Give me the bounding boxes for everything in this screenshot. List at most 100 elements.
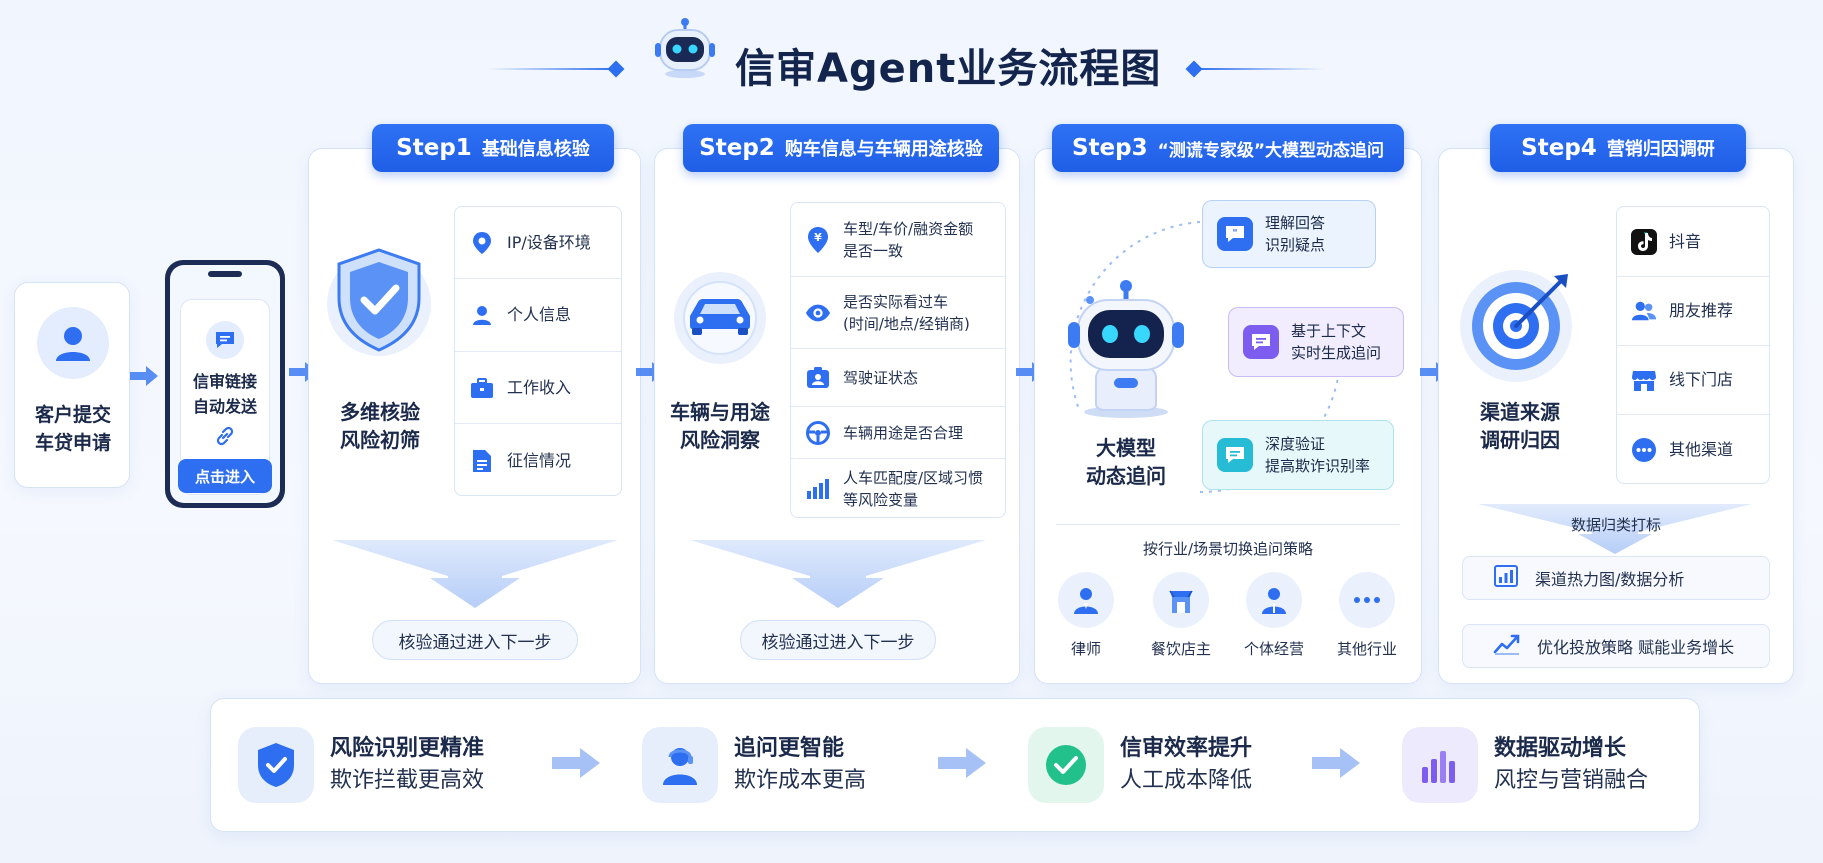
benefit-arrow-1 (552, 748, 600, 778)
step4-tag-text: 数据归类打标 (1570, 516, 1661, 534)
title-line-right (1196, 68, 1324, 70)
benefit-arrow-3 (1312, 748, 1360, 778)
start-card: 客户提交 车贷申请 (14, 282, 130, 488)
step2-item-line1: 人车匹配度/区域习惯 (843, 469, 984, 487)
channel-label: 朋友推荐 (1669, 301, 1734, 320)
phone-text-line1: 信审链接 (192, 372, 257, 391)
chat-lines-icon (1243, 325, 1279, 359)
step1-item: 个人信息 (455, 279, 621, 352)
benefit-title: 追问更智能 (734, 736, 845, 761)
industry-label: 律师 (1070, 640, 1101, 658)
step1-item-list: IP/设备环境 个人信息 工作收入 征信情况 (454, 206, 622, 496)
industry-label: 餐饮店主 (1150, 640, 1211, 658)
step2-item: ¥ 车型/车价/融资金额是否一致 (791, 203, 1005, 277)
step2-item-list: ¥ 车型/车价/融资金额是否一致 是否实际看过车 (时间/地点/经销商) 驾驶证状… (790, 202, 1006, 518)
step1-item-label: 个人信息 (507, 305, 572, 324)
svg-text:": " (1232, 228, 1237, 239)
step3-divider (1056, 524, 1400, 525)
friends-icon (1631, 298, 1657, 324)
step2-item-line2: 等风险变量 (843, 491, 919, 509)
start-label-line2: 车贷申请 (34, 432, 111, 454)
step3-tab-number: Step3 (1072, 135, 1148, 161)
step2-tab-number: Step2 (699, 135, 775, 161)
phone-mockup: 信审链接 自动发送 点击进入 (165, 260, 285, 508)
channel-label: 其他渠道 (1669, 440, 1734, 459)
step4-label-line2: 调研归因 (1480, 428, 1560, 452)
step3-bubble-context: 基于上下文实时生成追问 (1228, 307, 1404, 377)
step3-bubble-understand: " 理解回答识别疑点 (1202, 200, 1376, 268)
link-icon (216, 426, 234, 446)
benefit-subtitle: 欺诈成本更高 (734, 768, 867, 793)
start-label-line1: 客户提交 (34, 404, 111, 426)
svg-text:¥: ¥ (814, 231, 822, 244)
steering-wheel-icon (805, 420, 831, 446)
industry-lawyer: 律师 (1054, 572, 1118, 659)
step4-label: 渠道来源 调研归因 (1460, 398, 1580, 454)
step2-item-line1: 驾驶证状态 (843, 368, 919, 387)
bubble-line1: 理解回答 (1265, 214, 1326, 232)
channel-label: 抖音 (1669, 231, 1702, 251)
briefcase-icon (469, 375, 495, 401)
person-icon (469, 302, 495, 328)
step2-pass-pill: 核验通过进入下一步 (740, 620, 936, 660)
yen-pin-icon: ¥ (805, 226, 831, 253)
lawyer-icon (1058, 572, 1114, 628)
channel-item: 朋友推荐 (1617, 277, 1769, 346)
enter-button[interactable]: 点击进入 (178, 459, 272, 493)
industry-restaurant: 餐饮店主 (1145, 572, 1217, 659)
benefit-title: 风险识别更精准 (330, 736, 485, 761)
step4-strategy-bar: 优化投放策略 赋能业务增长 (1462, 624, 1770, 668)
title-diamond-left (607, 60, 625, 78)
step3-label-line2: 动态追问 (1086, 464, 1166, 488)
step2-item-line2: (时间/地点/经销商) (843, 314, 970, 333)
benefit-growth: 数据驱动增长风控与营销融合 (1402, 727, 1648, 803)
bubble-line2: 识别疑点 (1265, 236, 1326, 254)
more-dots-icon (1339, 572, 1395, 628)
step2-item-line1: 是否实际看过车 (843, 292, 949, 311)
location-pin-icon (469, 230, 495, 256)
step2-item-line1: 车辆用途是否合理 (843, 423, 964, 442)
step4-tab-number: Step4 (1521, 135, 1597, 161)
car-icon (674, 272, 766, 364)
step4-heatmap-bar: 渠道热力图/数据分析 (1462, 556, 1770, 600)
eye-icon (805, 300, 831, 326)
benefit-subtitle: 人工成本降低 (1120, 768, 1253, 793)
shield-check-icon (327, 248, 431, 356)
self-employed-icon (1246, 572, 1302, 628)
tiktok-icon (1631, 228, 1657, 255)
benefit-title: 信审效率提升 (1120, 736, 1253, 761)
benefit-efficiency: 信审效率提升人工成本降低 (1028, 727, 1252, 803)
step1-label-line2: 风险初筛 (340, 428, 420, 452)
step2-label: 车辆与用途 风险洞察 (660, 398, 780, 454)
benefit-check-icon (1028, 727, 1104, 803)
target-icon (1460, 270, 1572, 382)
document-icon (469, 448, 495, 474)
step3-tab-text: “测谎专家级”大模型动态追问 (1157, 140, 1384, 161)
step1-tab: Step1 基础信息核验 (372, 124, 614, 172)
step3-bubble-verify: 深度验证提高欺诈识别率 (1202, 420, 1394, 490)
step3-label: 大模型 动态追问 (1066, 434, 1186, 490)
bubble-line1: 深度验证 (1265, 435, 1326, 453)
step2-item: 是否实际看过车 (时间/地点/经销商) (791, 277, 1005, 349)
quote-chat-icon: " (1217, 217, 1253, 251)
benefit-smart: 追问更智能欺诈成本更高 (642, 727, 866, 803)
step1-pass-pill: 核验通过进入下一步 (372, 620, 578, 660)
step4-bar2-text: 优化投放策略 赋能业务增长 (1537, 638, 1735, 657)
store-icon (1631, 367, 1657, 393)
step4-funnel-arrow (1478, 504, 1752, 554)
phone-text: 信审链接 自动发送 (170, 369, 280, 419)
step2-tab-text: 购车信息与车辆用途核验 (784, 139, 983, 160)
step1-label: 多维核验 风险初筛 (320, 398, 440, 454)
step4-tab-text: 营销归因调研 (1606, 139, 1715, 160)
step2-item-line1: 车型/车价/融资金额 (843, 219, 974, 238)
robot-logo-icon (655, 18, 715, 78)
step2-item: 车辆用途是否合理 (791, 407, 1005, 459)
step1-item: IP/设备环境 (455, 207, 621, 279)
title-area: 信审Agent业务流程图 (0, 14, 1823, 94)
step4-bar1-text: 渠道热力图/数据分析 (1535, 570, 1685, 589)
step4-tab: Step4 营销归因调研 (1490, 124, 1746, 172)
restaurant-icon (1153, 572, 1209, 628)
page-title: 信审Agent业务流程图 (735, 46, 1162, 92)
benefit-title: 数据驱动增长 (1494, 736, 1627, 761)
step3-label-line1: 大模型 (1096, 436, 1156, 460)
